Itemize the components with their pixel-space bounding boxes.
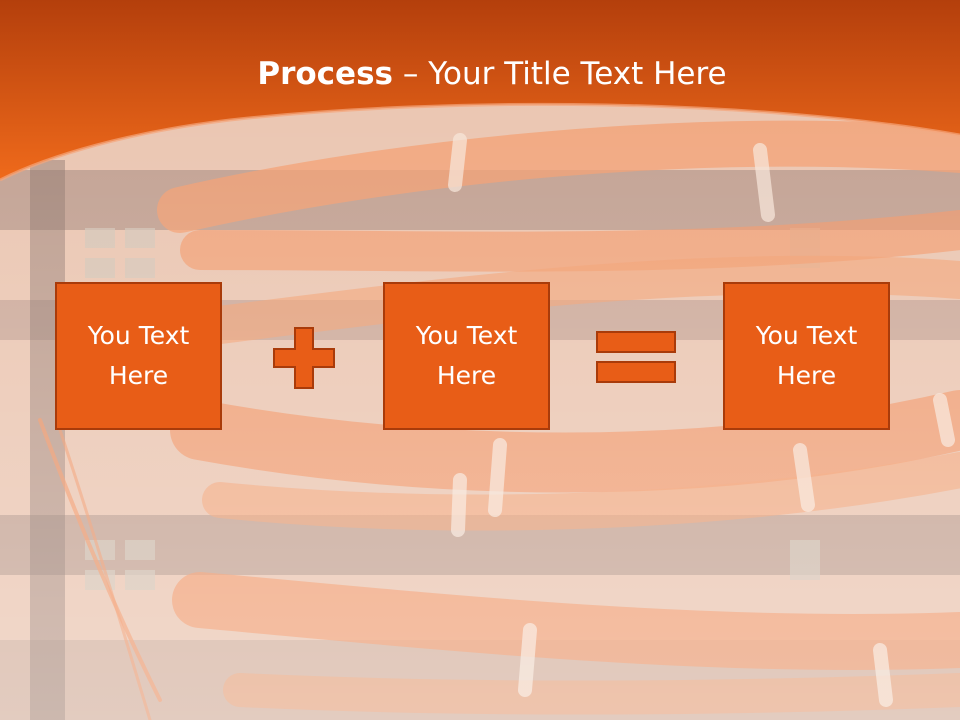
equals-icon xyxy=(596,331,676,383)
process-box-label: You Text Here xyxy=(87,321,190,390)
title-strong: Process xyxy=(257,56,393,92)
process-box-label: You Text Here xyxy=(415,321,518,390)
process-box-2[interactable]: You Text Here xyxy=(383,282,550,430)
title-rest: – Your Title Text Here xyxy=(393,56,727,92)
process-box-label: You Text Here xyxy=(755,321,858,390)
slide-title: Process – Your Title Text Here xyxy=(0,52,960,96)
process-box-1[interactable]: You Text Here xyxy=(55,282,222,430)
process-box-3[interactable]: You Text Here xyxy=(723,282,890,430)
plus-icon xyxy=(273,327,335,389)
